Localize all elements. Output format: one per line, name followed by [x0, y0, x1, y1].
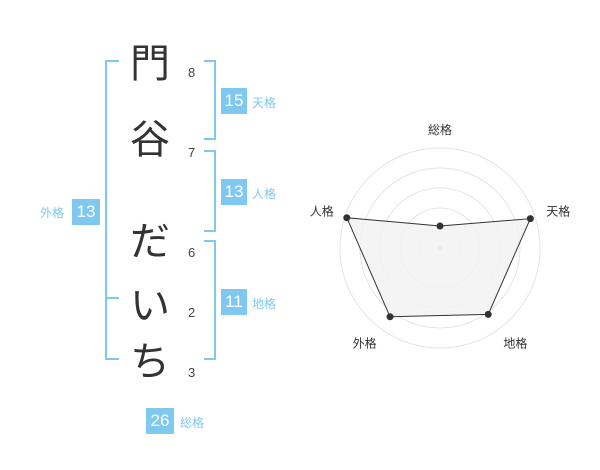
- stroke-count-3: 6: [188, 245, 196, 260]
- name-char-4: い: [130, 283, 170, 329]
- chikaku-badge: 11: [221, 289, 247, 315]
- stroke-count-4: 2: [188, 305, 196, 320]
- radar-point-4: [386, 313, 394, 321]
- radar-axis-label-1: 総格: [428, 122, 452, 137]
- stroke-count-2: 7: [188, 145, 196, 160]
- radar-point-5: [343, 214, 351, 222]
- name-char-1: 門: [130, 41, 170, 87]
- radar-point-1: [436, 222, 444, 230]
- stroke-count-5: 3: [188, 365, 196, 380]
- soukaku-label: 総格: [180, 416, 205, 430]
- radar-axis-label-3: 地格: [503, 335, 527, 350]
- radar-point-3: [484, 310, 492, 318]
- radar-axis-label-4: 外格: [353, 335, 377, 350]
- radar-axis-label-5: 人格: [310, 204, 334, 219]
- jinkaku-label: 人格: [252, 187, 277, 201]
- chikaku-label: 地格: [252, 297, 277, 311]
- name-char-2: 谷: [130, 117, 170, 163]
- tenkaku-bracket: [204, 60, 216, 140]
- radar-area: [346, 217, 532, 318]
- name-char-3: だ: [130, 219, 170, 265]
- chikaku-bracket: [204, 240, 216, 360]
- soukaku-badge: 26: [146, 408, 174, 434]
- name-char-5: ち: [130, 339, 170, 385]
- tenkaku-label: 天格: [252, 96, 277, 110]
- jinkaku-badge: 13: [221, 179, 247, 205]
- radar-point-2: [526, 215, 534, 223]
- gaikaku-bracket: [105, 60, 119, 360]
- radar-points: [343, 214, 534, 321]
- stroke-count-1: 8: [188, 65, 196, 80]
- radar-axis-label-2: 天格: [546, 204, 570, 219]
- gaikaku-badge: 13: [72, 199, 100, 225]
- tenkaku-badge: 15: [221, 88, 247, 114]
- jinkaku-bracket: [204, 150, 216, 232]
- gaikaku-label: 外格: [40, 206, 65, 220]
- radar-ring-5: [339, 147, 541, 349]
- gaikaku-bracket-mid-tick: [105, 297, 119, 299]
